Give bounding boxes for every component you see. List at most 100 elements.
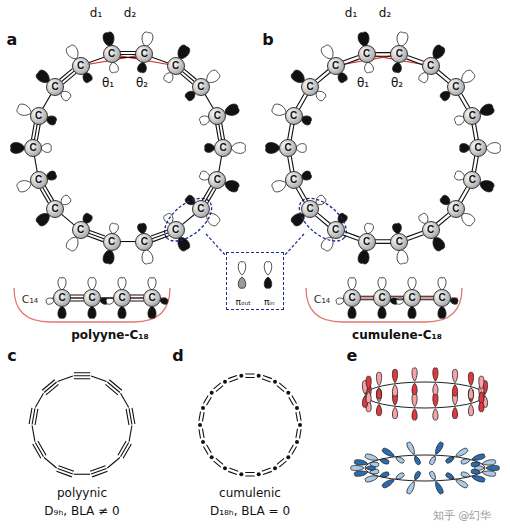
- fragment-label: C₁₄: [22, 294, 39, 306]
- carbon-atom: C: [327, 57, 345, 75]
- atom-dot: [295, 406, 299, 410]
- atom-symbol: C: [469, 111, 476, 121]
- bond-connector: [120, 51, 137, 57]
- atom-dot: [198, 423, 202, 427]
- p-orbital-lobe: [358, 249, 369, 264]
- blue-orbital-lobe: [430, 471, 436, 480]
- atom-symbol: C: [35, 111, 42, 121]
- p-orbital-lobe: [408, 306, 416, 318]
- blue-orbital-lobe: [354, 460, 367, 465]
- bond-line: [289, 445, 297, 455]
- atom-dot: [286, 455, 290, 459]
- bond-line: [289, 395, 297, 405]
- atom-symbol: C: [172, 61, 179, 71]
- blue-orbital-lobe: [436, 442, 444, 454]
- atom-dot: [201, 406, 205, 410]
- symmetry-note: D₉ₕ, BLA ≠ 0: [44, 505, 119, 518]
- carbon-atom: C: [463, 107, 481, 125]
- bond-line: [277, 458, 286, 467]
- structure-name: cumulene-C₁₈: [352, 329, 442, 342]
- p-orbital-lobe: [138, 62, 147, 72]
- atom-dot: [223, 380, 227, 384]
- atom-symbol: C: [452, 82, 459, 92]
- bond-angle: θ₂: [391, 77, 403, 90]
- carbon-atom: C: [469, 139, 487, 157]
- carbon-atom: C: [403, 289, 421, 307]
- bond-line: [214, 383, 223, 392]
- carbon-atom: C: [192, 78, 210, 96]
- blue-orbital-lobe: [482, 471, 495, 476]
- p-orbital-lobe: [272, 181, 286, 192]
- atom-symbol: C: [284, 143, 291, 153]
- atom-dot: [295, 440, 299, 444]
- carbon-atom: C: [447, 200, 465, 218]
- red-orbital-lobe: [392, 369, 397, 382]
- p-orbital-lobe: [291, 213, 304, 225]
- bond-line: [203, 395, 211, 405]
- p-orbital-lobe: [358, 32, 369, 47]
- atom-symbol: C: [35, 175, 42, 185]
- bond-line: [129, 425, 132, 441]
- blue-orbital-lobe: [461, 472, 470, 477]
- carbon-atom: C: [422, 57, 440, 75]
- p-orbital-lobe: [142, 249, 153, 264]
- red-orbital-lobe: [468, 372, 473, 385]
- bond-connector: [152, 57, 168, 63]
- p-orbital-lobe: [110, 62, 119, 72]
- bond-line: [118, 441, 131, 458]
- carbon-atom: C: [103, 233, 121, 251]
- bond-line: [214, 458, 223, 467]
- bond-connector: [205, 94, 214, 109]
- bond-line: [262, 468, 272, 475]
- atom-symbol: C: [332, 225, 339, 235]
- bond-connector: [88, 57, 104, 63]
- atom-symbol: C: [88, 293, 95, 303]
- p-orbital-lobe: [462, 70, 475, 82]
- blue-orbital-lobe: [370, 462, 379, 467]
- bond-line: [121, 393, 129, 407]
- p-orbital-lobe: [397, 32, 408, 47]
- atom-symbol: C: [290, 111, 297, 121]
- orbital-rings: [351, 368, 500, 494]
- carbon-atom: C: [53, 289, 71, 307]
- p-orbital-lobe: [462, 213, 475, 225]
- atom-symbol: C: [77, 225, 84, 235]
- atom-symbol: C: [427, 61, 434, 71]
- atom-symbol: C: [219, 143, 226, 153]
- bond-line: [228, 468, 238, 475]
- atom-symbol: C: [452, 204, 459, 214]
- blue-orbital-lobe: [365, 476, 378, 482]
- structure-name: polyynic: [57, 487, 107, 500]
- bond-connector: [31, 123, 40, 141]
- atom-symbol: C: [58, 293, 65, 303]
- blue-orbital-lobe: [396, 457, 404, 463]
- p-orbital-lobe: [225, 181, 239, 192]
- blue-orbital-lobe: [471, 462, 480, 467]
- p-orbital-lobe: [301, 171, 311, 180]
- carbon-atom: C: [463, 171, 481, 189]
- bond-line: [35, 393, 43, 407]
- atom-dot: [273, 380, 277, 384]
- red-orbital-lobe: [412, 383, 417, 394]
- carbon-atom: C: [72, 57, 90, 75]
- polyynic-ring: [29, 373, 135, 477]
- bond-line: [296, 412, 301, 422]
- atom-symbol: C: [307, 82, 314, 92]
- bond-line: [277, 383, 286, 392]
- bond-connector: [34, 156, 37, 173]
- blue-orbital-lobe: [351, 465, 364, 470]
- atom-symbol: C: [108, 237, 115, 247]
- p-orbital-lobe: [178, 45, 190, 59]
- bond-line: [29, 408, 38, 425]
- p-orbital-lobe: [103, 249, 114, 264]
- bond-line: [296, 429, 301, 439]
- blue-orbital-lobe: [380, 459, 389, 464]
- atom-symbol: C: [141, 49, 148, 59]
- atom-dot: [273, 466, 277, 470]
- red-orbital-lobe: [376, 404, 381, 415]
- p-orbital-lobe: [348, 306, 356, 318]
- red-orbital-lobe: [412, 409, 417, 420]
- red-orbital-lobe: [376, 388, 381, 399]
- atom-symbol: C: [108, 49, 115, 59]
